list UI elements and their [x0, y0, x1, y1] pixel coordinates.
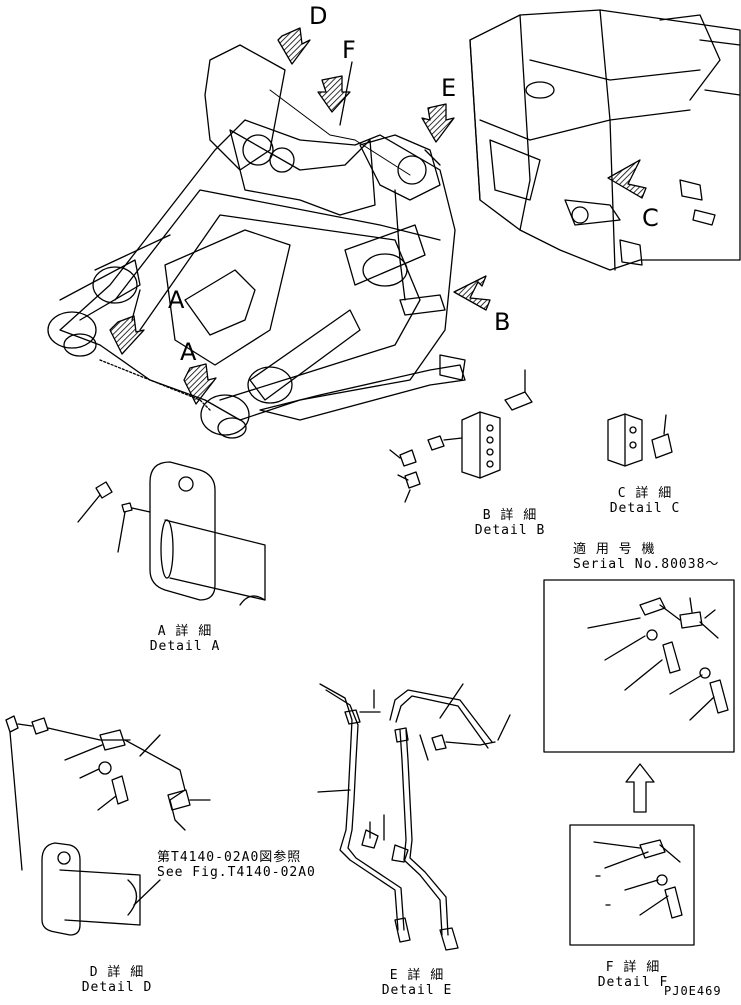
arrow-up-to-variant [625, 763, 655, 813]
serial-en: Serial No.80038～ [573, 557, 720, 572]
arrow-f [317, 75, 351, 113]
detail-d-en: Detail D [81, 980, 153, 995]
detail-d-caption: D 詳 細 Detail D [62, 965, 172, 995]
detail-a-drawing [77, 461, 266, 606]
detail-e-caption: E 詳 細 Detail E [362, 968, 472, 998]
detail-b-en: Detail B [474, 523, 546, 538]
callout-a-2: A [180, 338, 197, 366]
detail-f-en: Detail F [597, 975, 669, 990]
arrow-b [453, 275, 491, 311]
detail-d-jp: D 詳 細 [89, 965, 145, 980]
callout-leaders [131, 61, 441, 321]
detail-c-drawing [607, 413, 673, 467]
detail-a-en: Detail A [149, 639, 221, 654]
see-fig-jp: 第T4140-02A0図参照 [157, 850, 302, 865]
detail-e-jp: E 詳 細 [389, 968, 445, 983]
detail-e-drawing [317, 683, 511, 951]
see-fig-en: See Fig.T4140-02A0 [157, 865, 316, 880]
see-fig-note: 第T4140-02A0図参照 See Fig.T4140-02A0 [157, 850, 316, 880]
serial-jp: 適 用 号 機 [573, 542, 656, 557]
serial-caption: 適 用 号 機 Serial No.80038～ [573, 542, 719, 572]
arrow-c [607, 159, 647, 199]
serial-variant-box [543, 579, 735, 753]
callout-a-1: A [168, 286, 185, 314]
callout-f: F [342, 36, 356, 64]
detail-d-drawing [5, 715, 211, 936]
detail-b-jp: B 詳 細 [482, 508, 538, 523]
callout-c: C [642, 204, 659, 232]
detail-f-drawing [569, 824, 695, 946]
arrow-d [277, 27, 311, 65]
callout-d: D [309, 2, 328, 30]
detail-a-caption: A 詳 細 Detail A [130, 624, 240, 654]
detail-b-drawing [389, 369, 533, 503]
detail-c-jp: C 詳 細 [617, 486, 673, 501]
callout-b: B [494, 308, 511, 336]
drawing-code: PJ0E469 [664, 984, 722, 998]
arrow-a-left [109, 315, 145, 355]
detail-f-jp: F 詳 細 [605, 960, 661, 975]
detail-a-jp: A 詳 細 [157, 624, 213, 639]
arrow-e [421, 103, 455, 143]
detail-c-en: Detail C [609, 501, 681, 516]
callout-e: E [441, 74, 457, 102]
detail-f-caption: F 詳 細 Detail F [578, 960, 688, 990]
rear-frame-assembly [469, 9, 741, 271]
loader-boom-assembly [47, 44, 466, 439]
arrow-a-bottom [183, 363, 217, 405]
detail-e-en: Detail E [381, 983, 453, 998]
detail-b-caption: B 詳 細 Detail B [455, 508, 565, 538]
detail-c-caption: C 詳 細 Detail C [590, 486, 700, 516]
